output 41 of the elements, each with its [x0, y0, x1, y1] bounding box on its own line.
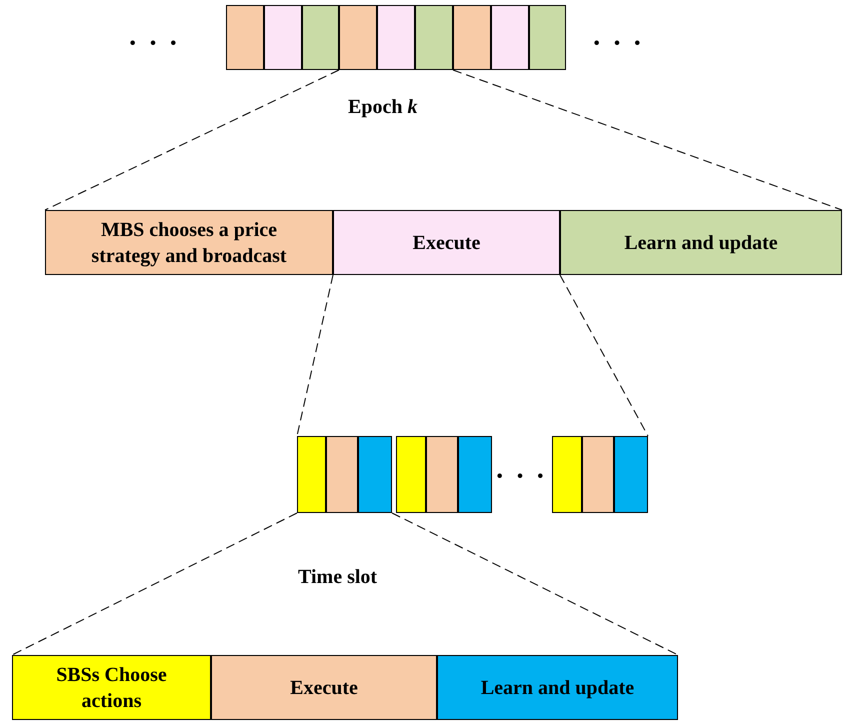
zoom-line: [12, 512, 298, 656]
epoch-label: Epoch k: [348, 96, 418, 119]
phase-label: MBS chooses a price strategy and broadcast: [90, 218, 288, 268]
slot-box: [326, 436, 358, 513]
phase-label: SBSs Choose actions: [55, 662, 168, 714]
slot-box: [415, 5, 453, 70]
phase-label: Execute: [412, 230, 480, 256]
ellipsis-mark: · · ·: [495, 461, 548, 493]
slot-box: [339, 5, 377, 70]
slot-box: [302, 5, 339, 70]
time-slot-label: Time slot: [298, 566, 378, 589]
slot-box: [226, 5, 264, 70]
slot-box: [614, 436, 648, 513]
ellipsis-mark: · · ·: [128, 28, 180, 60]
phase-label: Learn and update: [480, 676, 634, 700]
slot-box: [491, 5, 529, 70]
slot-box: [552, 436, 582, 513]
slot-box: [377, 5, 415, 70]
phase-label: Learn and update: [624, 230, 778, 256]
zoom-line: [392, 512, 678, 656]
phase-box: [333, 210, 560, 275]
ellipsis-mark: · · ·: [592, 28, 644, 60]
slot-box: [529, 5, 566, 70]
zoom-line: [452, 70, 842, 210]
zoom-line: [296, 274, 334, 436]
phase-box: [45, 210, 333, 275]
slot-box: [458, 436, 492, 513]
slot-box: [453, 5, 491, 70]
zoom-line: [560, 274, 648, 436]
phase-label: Execute: [290, 676, 358, 700]
slot-box: [582, 436, 614, 513]
phase-box: [437, 655, 678, 720]
phase-box: [12, 655, 211, 720]
phase-box: [560, 210, 842, 275]
slot-box: [297, 436, 326, 513]
phase-box: [211, 655, 437, 720]
zoom-line: [44, 70, 340, 210]
slot-box: [426, 436, 458, 513]
slot-box: [264, 5, 302, 70]
slot-box: [396, 436, 426, 513]
slot-box: [358, 436, 392, 513]
